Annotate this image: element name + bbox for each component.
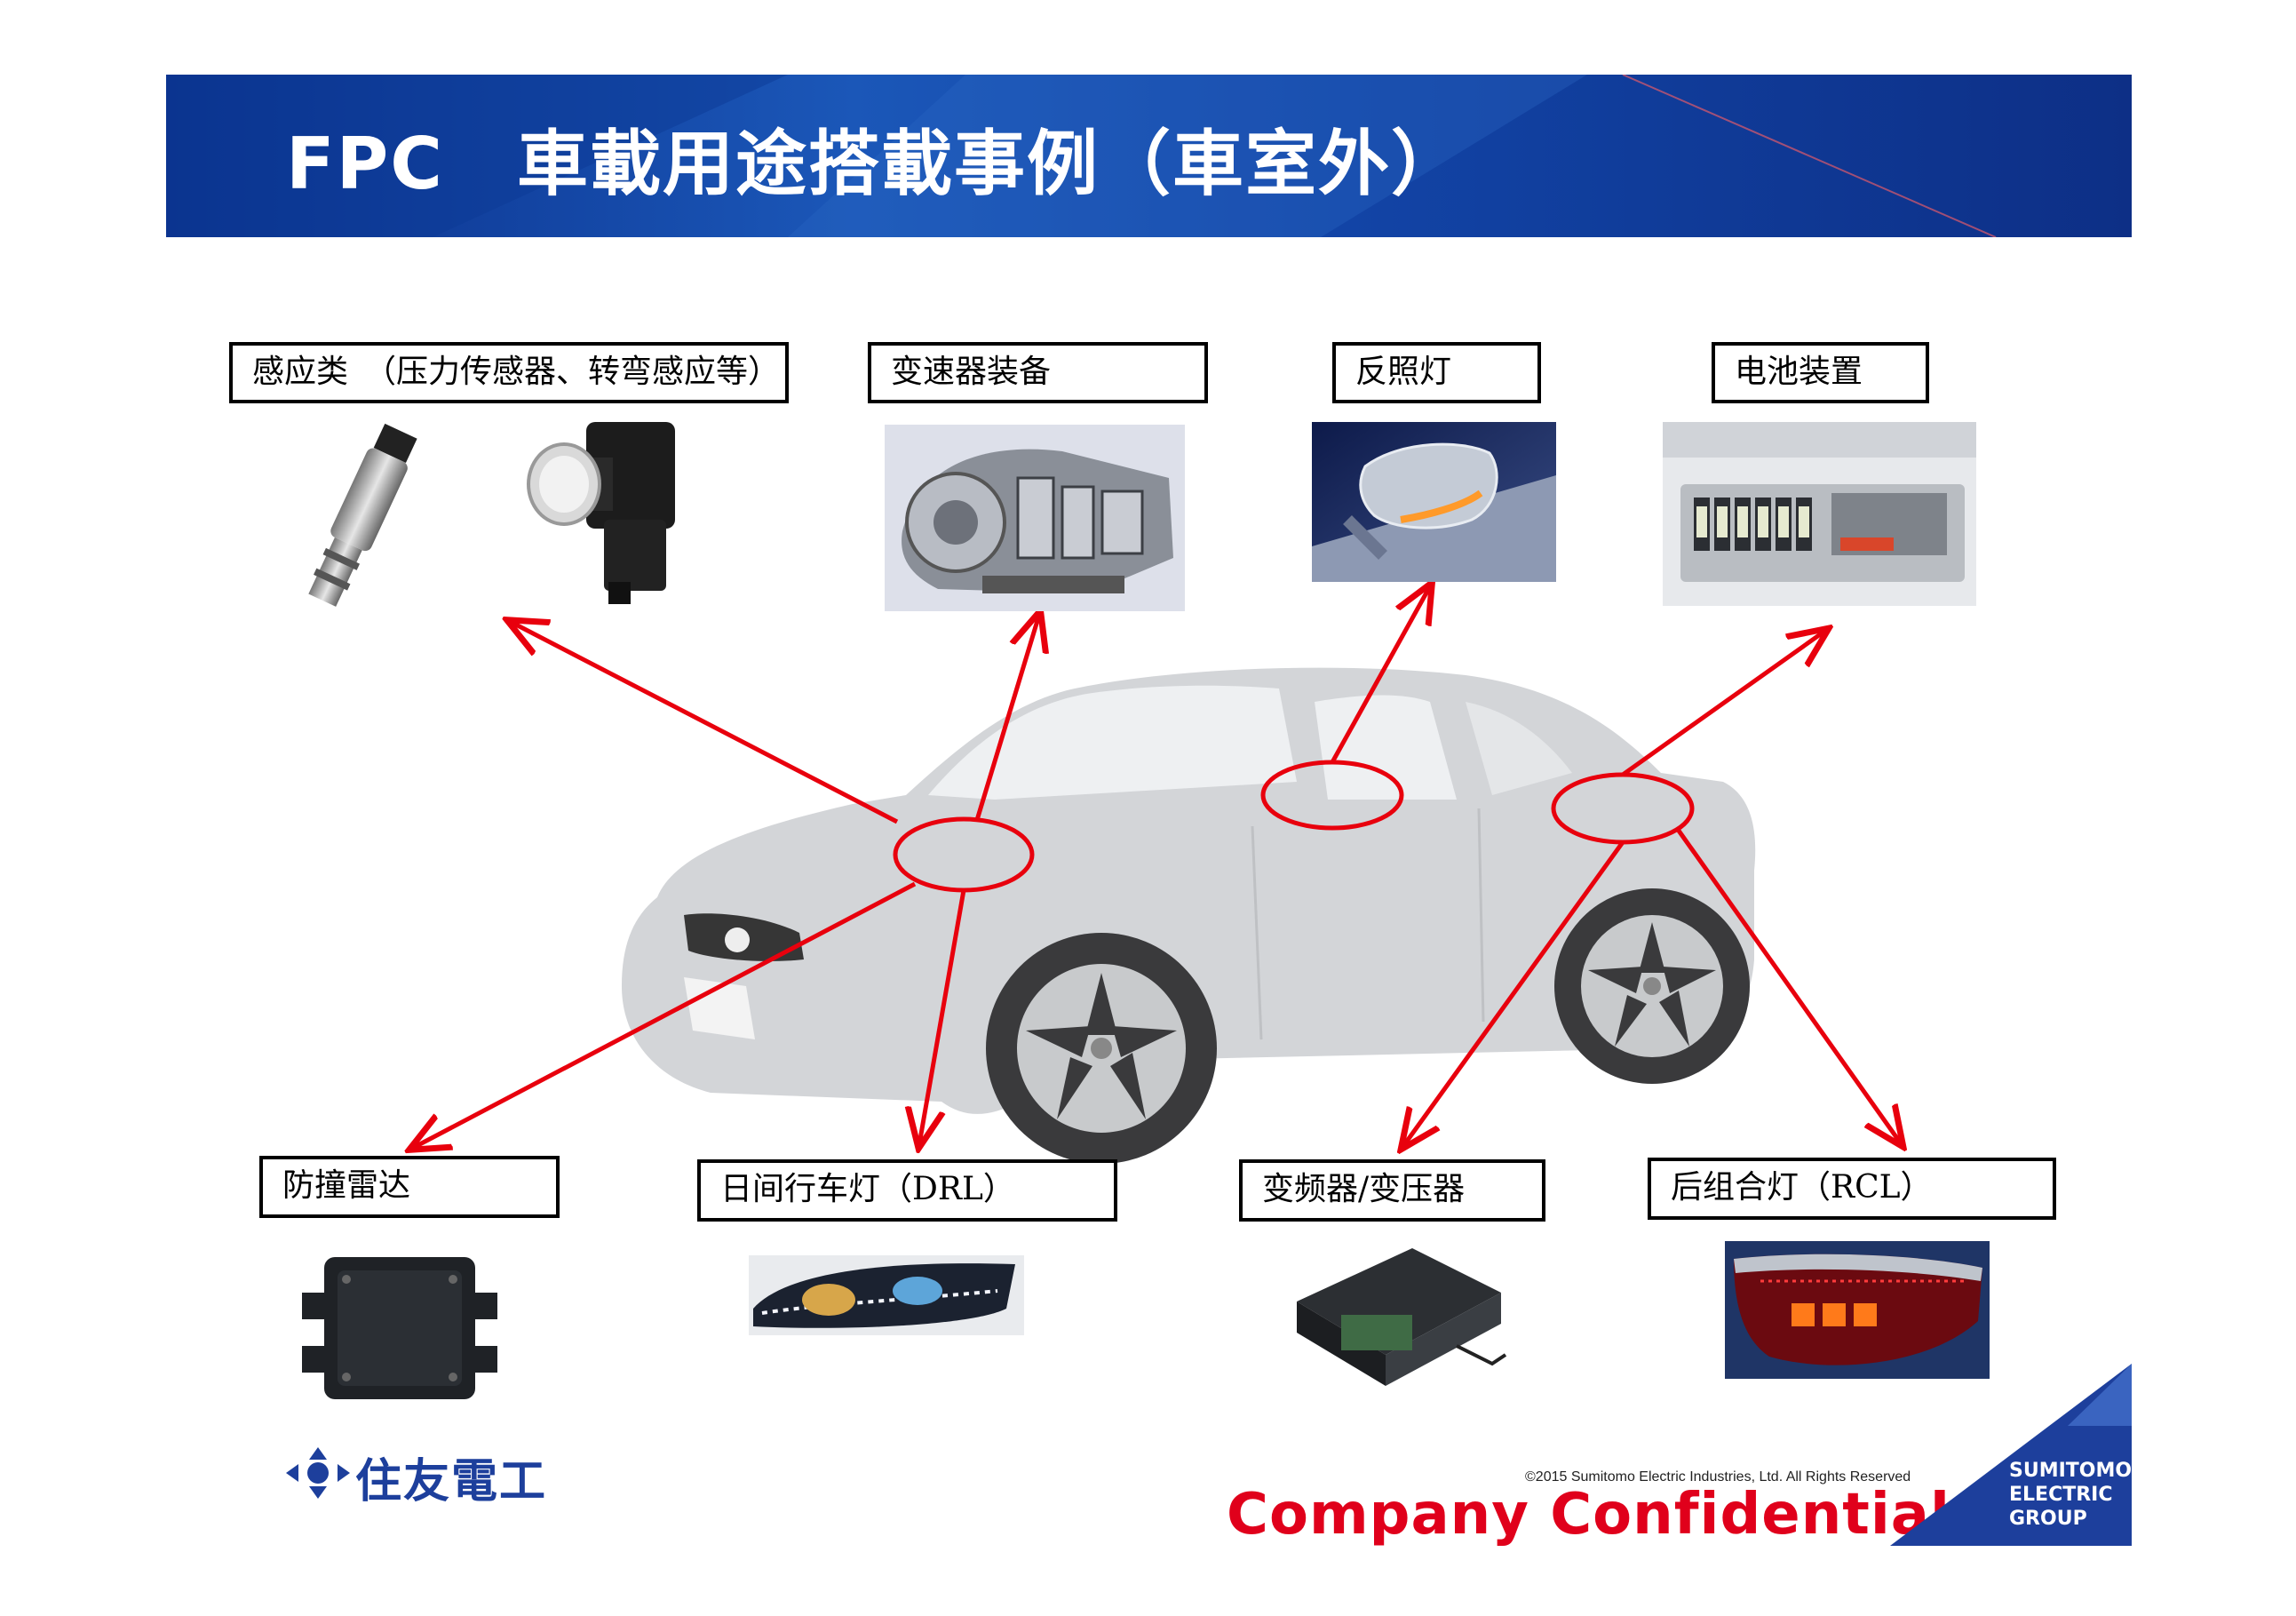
group-badge-line-1: SUMITOMO: [2009, 1460, 2133, 1482]
confidential-label: Company Confidential: [1227, 1482, 1950, 1548]
drl-headlight-image: [749, 1255, 1024, 1335]
group-badge-line-3: GROUP: [2009, 1508, 2087, 1530]
transmission-image: [885, 425, 1185, 611]
label-inverter: 变频器/变压器: [1239, 1159, 1545, 1222]
hotspot-rear: [1551, 772, 1695, 845]
label-transmission: 变速器装备: [868, 342, 1208, 403]
label-radar: 防撞雷达: [259, 1156, 560, 1218]
page-title: FPC 車載用途搭載事例（車室外）: [286, 123, 1464, 205]
label-mirror-light: 反照灯: [1332, 342, 1541, 403]
copyright-text: ©2015 Sumitomo Electric Industries, Ltd.…: [1525, 1469, 1911, 1485]
radar-image: [302, 1257, 497, 1399]
hotspot-front: [893, 816, 1035, 893]
label-battery: 电池装置: [1712, 342, 1929, 403]
hotspot-mirror: [1260, 760, 1404, 831]
mirror-light-image: [1312, 422, 1556, 582]
sensor-valve-image: [308, 423, 417, 607]
group-badge-line-2: ELECTRIC: [2009, 1484, 2113, 1506]
group-badge: [1890, 1364, 2132, 1546]
inverter-image: [1297, 1248, 1507, 1386]
company-logo-text: 住友電工: [355, 1455, 548, 1509]
rcl-taillight-image: [1725, 1241, 1990, 1379]
sumitomo-logo-icon: [286, 1447, 350, 1499]
label-sensor: 感应类 （压力传感器、转弯感应等）: [229, 342, 789, 403]
group-badge-text: SUMITOMO ELECTRIC GROUP: [2009, 1459, 2132, 1531]
battery-image: [1663, 422, 1976, 606]
title-banner: FPC 車載用途搭載事例（車室外）: [166, 75, 2132, 237]
label-rcl: 后组合灯（RCL）: [1648, 1158, 2056, 1220]
banner-decoration: [166, 75, 1997, 237]
label-drl: 日间行车灯（DRL）: [697, 1159, 1117, 1222]
sensor-parking-image: [527, 422, 675, 604]
